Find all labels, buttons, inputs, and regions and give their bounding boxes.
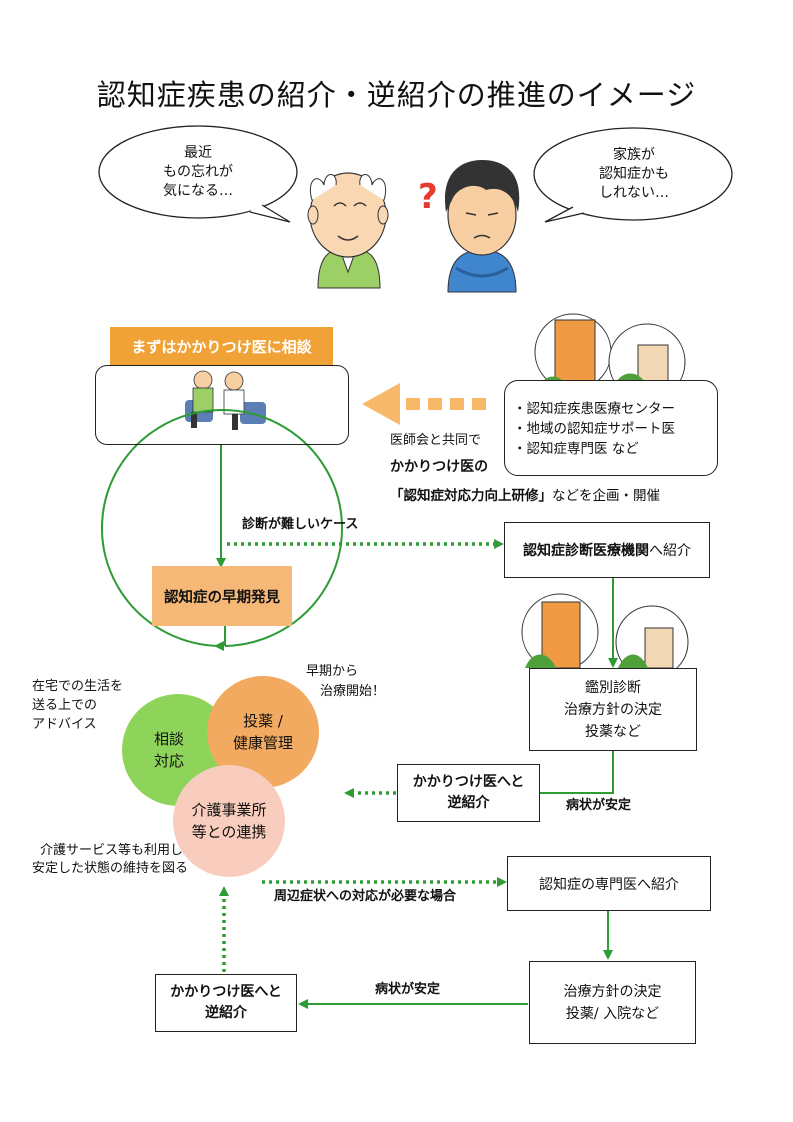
medication-circle-line: 投薬 / [243, 712, 283, 730]
home-advice-line: アドバイス [32, 717, 97, 732]
worried-person-illustration [444, 160, 520, 293]
specialist-centers-box: ・認知症疾患医療センター ・地域の認知症サポート医 ・認知症専門医 など [504, 380, 718, 476]
care-circle-line: 等との連携 [191, 823, 267, 841]
family-speech-line: 家族が [613, 147, 655, 163]
family-speech-line: しれない… [599, 185, 669, 201]
elderly-man-illustration [307, 172, 389, 289]
early-treatment-text: 早期から 治療開始！ [306, 662, 385, 702]
specialist-referral-box: 認知症の専門医へ紹介 [507, 856, 711, 911]
patient-speech-line: 最近 [184, 145, 212, 161]
reverse-referral-box-1: かかりつけ医へと 逆紹介 [397, 764, 540, 822]
difficult-case-label: 診断が難しいケース [242, 517, 359, 532]
reverse-referral-line: 逆紹介 [205, 1005, 247, 1021]
diagnosis-box-line: 治療方針の決定 [564, 701, 662, 718]
diagnosis-box-line: 鑑別診断 [585, 679, 641, 696]
center-item: ・認知症疾患医療センター [513, 401, 675, 417]
reverse-referral-line: かかりつけ医へと [170, 984, 282, 1000]
training-name: 「認知症対応力向上研修」 [390, 488, 552, 504]
stable-label-2: 病状が安定 [375, 982, 441, 997]
center-item: ・認知症専門医 など [513, 441, 639, 457]
early-detection-box: 認知症の早期発見 [152, 566, 292, 626]
consult-circle-line: 相談 [153, 730, 184, 748]
diagnosis-referral-box: 認知症診断医療機関へ紹介 [504, 522, 710, 578]
care-circle-line: 介護事業所 [191, 801, 267, 819]
training-line-1: 医師会と共同で [390, 433, 482, 448]
stable-label-1: 病状が安定 [566, 798, 632, 813]
diagnosis-box-line: 投薬など [585, 723, 641, 740]
treatment-box: 治療方針の決定 投薬/ 入院など [529, 961, 696, 1044]
patient-speech-text: 最近 もの忘れが 気になる… [120, 144, 276, 201]
care-services-text: 介護サービス等も利用し 安定した状態の維持を図る [32, 842, 188, 878]
first-consult-label: まずはかかりつけ医に相談 [110, 327, 333, 365]
speech-bubble-patient [98, 125, 298, 223]
home-advice-text: 在宅での生活を 送る上での アドバイス [32, 677, 123, 734]
early-treatment-line: 早期から [306, 664, 359, 679]
patient-speech-line: もの忘れが [163, 164, 233, 180]
diagnosis-referral-rest: へ紹介 [649, 543, 691, 559]
speech-bubble-family [533, 127, 733, 223]
care-services-line: 安定した状態の維持を図る [32, 861, 189, 876]
center-item: ・地域の認知症サポート医 [513, 421, 675, 437]
orange-dashed-arrow [362, 383, 486, 425]
care-cycle-circle [101, 409, 343, 647]
consult-circle-line: 対応 [153, 752, 184, 770]
reverse-referral-line: 逆紹介 [447, 795, 490, 811]
treatment-box-line: 投薬/ 入院など [565, 1005, 660, 1022]
early-treatment-line: 治療開始！ [320, 684, 386, 699]
page-title: 認知症疾患の紹介・逆紹介の推進のイメージ [96, 78, 697, 112]
treatment-box-line: 治療方針の決定 [563, 983, 662, 1000]
diagnosis-referral-bold: 認知症診断医療機関 [523, 543, 649, 559]
reverse-referral-box-2: かかりつけ医へと 逆紹介 [155, 974, 297, 1032]
question-mark-icon: ? [418, 177, 438, 217]
training-rest: などを企画・開催 [552, 488, 660, 504]
medication-circle-line: 健康管理 [232, 734, 293, 752]
first-consult-box [95, 365, 349, 445]
family-speech-text: 家族が 認知症かも しれない… [556, 146, 712, 203]
bpsd-case-label: 周辺症状への対応が必要な場合 [274, 889, 457, 904]
patient-speech-line: 気になる… [163, 183, 233, 199]
doctor-consultation-illustration [185, 370, 266, 430]
reverse-referral-line: かかりつけ医へと [412, 774, 525, 790]
care-circle: 介護事業所 等との連携 [173, 765, 285, 877]
training-line-3: 「認知症対応力向上研修」などを企画・開催 [390, 484, 660, 504]
home-advice-line: 送る上での [32, 698, 98, 713]
care-services-line: 介護サービス等も利用し [40, 843, 184, 858]
training-line-2: かかりつけ医の [390, 459, 489, 475]
home-advice-line: 在宅での生活を [32, 679, 124, 694]
family-speech-line: 認知症かも [599, 166, 669, 182]
diagnosis-box: 鑑別診断 治療方針の決定 投薬など [529, 668, 697, 751]
hospital-building-illustration-2 [521, 593, 689, 679]
